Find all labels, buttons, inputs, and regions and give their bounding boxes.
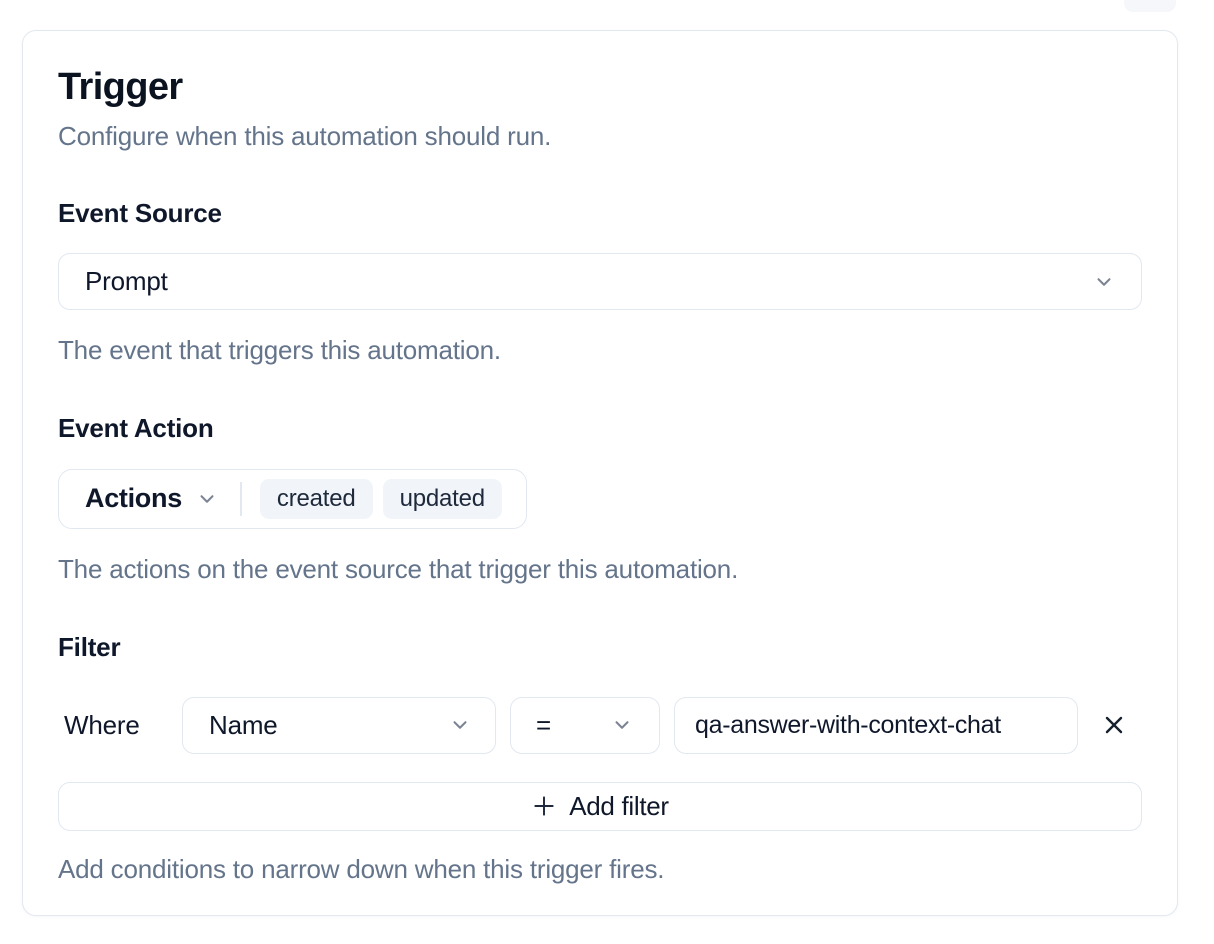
action-chip-created: created (259, 478, 373, 520)
event-action-dropdown[interactable]: Actions (85, 483, 218, 514)
divider (239, 481, 242, 516)
partial-offscreen-element (1124, 0, 1176, 12)
add-filter-label: Add filter (569, 790, 669, 821)
page-subtitle: Configure when this automation should ru… (58, 120, 552, 151)
chevron-down-icon (1093, 271, 1115, 293)
page-title: Trigger (58, 66, 183, 108)
event-source-selected-value: Prompt (85, 266, 168, 297)
event-source-help: The event that triggers this automation. (58, 335, 501, 366)
close-icon (1102, 713, 1126, 737)
event-action-label: Event Action (58, 413, 214, 444)
remove-filter-button[interactable] (1098, 709, 1130, 741)
filter-help: Add conditions to narrow down when this … (58, 853, 665, 884)
filter-operator-select[interactable]: = (510, 696, 660, 754)
filter-label: Filter (58, 631, 121, 662)
event-action-dropdown-label: Actions (85, 483, 182, 514)
filter-where-label: Where (64, 709, 140, 740)
event-action-help: The actions on the event source that tri… (58, 553, 739, 584)
chevron-down-icon (449, 714, 471, 736)
action-chip-updated: updated (382, 478, 502, 520)
filter-field-selected-value: Name (209, 709, 278, 740)
add-filter-button[interactable]: Add filter (58, 781, 1142, 831)
chevron-down-icon (611, 714, 633, 736)
filter-field-select[interactable]: Name (182, 696, 496, 754)
filter-value-input[interactable] (674, 696, 1078, 754)
filter-condition-row: Where Name = (58, 696, 1142, 754)
event-source-label: Event Source (58, 198, 222, 229)
chevron-down-icon (196, 488, 218, 510)
filter-operator-selected-value: = (536, 709, 551, 740)
event-source-select[interactable]: Prompt (58, 253, 1142, 311)
event-action-control: Actions created updated (58, 468, 527, 529)
plus-icon (531, 793, 557, 819)
trigger-card: Trigger Configure when this automation s… (22, 30, 1178, 916)
